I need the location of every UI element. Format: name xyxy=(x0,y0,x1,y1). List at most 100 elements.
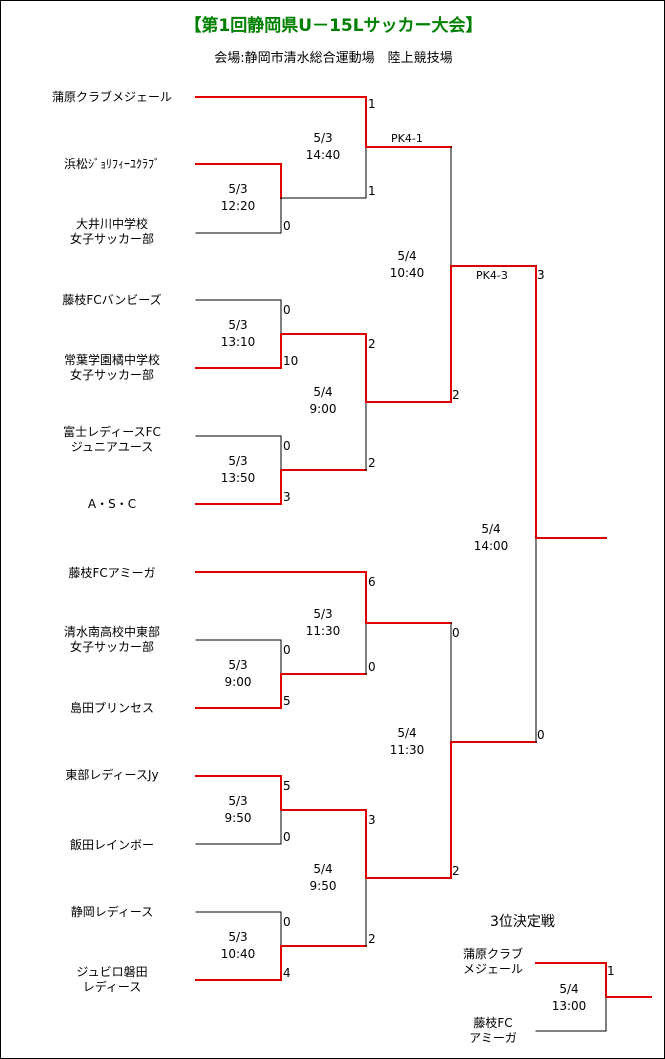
match-date: 5/4 xyxy=(559,982,579,996)
third-place-heading: 3位決定戦 xyxy=(490,914,555,930)
match-date: 5/4 xyxy=(397,249,417,263)
team-entry: 浜松ｼﾞｮﾘﾌｨｰﾕｸﾗﾌﾞ xyxy=(27,157,197,172)
score: 0 xyxy=(283,303,291,317)
match-schedule: 5/4 13:00 xyxy=(529,981,609,1015)
score: 1 xyxy=(368,184,376,198)
match-schedule: 5/3 11:30 xyxy=(283,606,363,640)
score: 3 xyxy=(283,490,291,504)
team-name-line: 富士レディースFC xyxy=(63,425,161,439)
team-name-line: A・S・C xyxy=(87,497,137,511)
match-time: 13:10 xyxy=(220,335,256,349)
match-date: 5/3 xyxy=(313,607,333,621)
match-date: 5/3 xyxy=(313,131,333,145)
match-time: 11:30 xyxy=(389,743,425,757)
page-title: 【第1回静岡県U－15Lサッカー大会】 xyxy=(184,16,483,36)
team-name-line: 蒲原クラブメジェール xyxy=(51,90,172,104)
team-entry: 飯田レインボー xyxy=(27,838,197,853)
match-time: 14:00 xyxy=(473,539,509,553)
score: 0 xyxy=(283,643,291,657)
match-time: 14:40 xyxy=(305,148,341,162)
score: 1 xyxy=(607,964,615,978)
match-date: 5/3 xyxy=(228,930,248,944)
match-time: 11:30 xyxy=(305,624,341,638)
team-name-line: アミーガ xyxy=(469,1031,517,1045)
match-time: 10:40 xyxy=(389,266,425,280)
team-name-line: 女子サッカー部 xyxy=(69,640,154,654)
score: 5 xyxy=(283,694,291,708)
score: 3 xyxy=(537,268,545,282)
score: 2 xyxy=(368,932,376,946)
team-entry: 藤枝FCアミーガ xyxy=(27,566,197,581)
team-name-line: 島田プリンセス xyxy=(69,701,154,715)
score: 0 xyxy=(283,915,291,929)
score: 10 xyxy=(283,354,299,368)
match-schedule: 5/3 13:50 xyxy=(198,453,278,487)
match-time: 9:00 xyxy=(309,402,337,416)
score: 5 xyxy=(283,779,291,793)
pk-note: PK4-1 xyxy=(391,132,423,145)
team-name-line: 常葉学園橘中学校 xyxy=(63,353,160,367)
match-date: 5/3 xyxy=(228,794,248,808)
team-entry: A・S・C xyxy=(27,497,197,512)
match-schedule: 5/4 11:30 xyxy=(367,725,447,759)
match-date: 5/4 xyxy=(481,522,501,536)
team-entry: 藤枝FCバンビーズ xyxy=(27,293,197,308)
match-date: 5/4 xyxy=(397,726,417,740)
match-time: 12:20 xyxy=(220,199,256,213)
score: 2 xyxy=(452,864,460,878)
team-entry: 清水南高校中東部女子サッカー部 xyxy=(27,625,197,655)
match-time: 13:00 xyxy=(551,999,587,1013)
match-schedule: 5/4 14:00 xyxy=(451,521,531,555)
match-schedule: 5/3 14:40 xyxy=(283,130,363,164)
team-name-line: 清水南高校中東部 xyxy=(63,625,160,639)
score: 3 xyxy=(368,813,376,827)
match-date: 5/4 xyxy=(313,385,333,399)
score: 0 xyxy=(537,728,545,742)
team-entry: 蒲原クラブメジェール xyxy=(408,947,578,977)
pk-note: PK4-3 xyxy=(476,269,508,282)
team-name-line: ジュニアユース xyxy=(70,440,154,454)
team-name-line: レディース xyxy=(82,980,142,994)
team-entry: 静岡レディース xyxy=(27,905,197,920)
score: 1 xyxy=(368,97,376,111)
team-name-line: 静岡レディース xyxy=(70,905,154,919)
team-entry: 常葉学園橘中学校女子サッカー部 xyxy=(27,353,197,383)
team-name-line: 浜松ｼﾞｮﾘﾌｨｰﾕｸﾗﾌﾞ xyxy=(63,157,160,171)
score: 0 xyxy=(283,219,291,233)
match-time: 10:40 xyxy=(220,947,256,961)
match-time: 13:50 xyxy=(220,471,256,485)
score: 0 xyxy=(283,830,291,844)
team-entry: 蒲原クラブメジェール xyxy=(27,90,197,105)
match-date: 5/3 xyxy=(228,454,248,468)
match-date: 5/4 xyxy=(313,862,333,876)
team-name-line: 大井川中学校 xyxy=(75,217,148,231)
team-name-line: 飯田レインボー xyxy=(69,838,154,852)
score: 0 xyxy=(283,439,291,453)
team-name-line: 藤枝FCアミーガ xyxy=(68,566,156,580)
score: 4 xyxy=(283,966,291,980)
team-entry: 大井川中学校女子サッカー部 xyxy=(27,217,197,247)
score: 0 xyxy=(368,660,376,674)
score: 2 xyxy=(368,337,376,351)
team-name-line: 女子サッカー部 xyxy=(69,368,154,382)
match-time: 9:00 xyxy=(224,675,252,689)
venue-label: 会場:静岡市清水総合運動場 陸上競技場 xyxy=(214,51,453,66)
team-name-line: ジュビロ磐田 xyxy=(76,965,148,979)
team-entry: 東部レディースJy xyxy=(27,768,197,783)
match-time: 9:50 xyxy=(309,879,337,893)
team-name-line: 東部レディースJy xyxy=(65,768,159,782)
team-name-line: 女子サッカー部 xyxy=(69,232,154,246)
team-entry: ジュビロ磐田レディース xyxy=(27,965,197,995)
team-name-line: 藤枝FC xyxy=(473,1016,513,1030)
match-time: 9:50 xyxy=(224,811,252,825)
team-entry: 島田プリンセス xyxy=(27,701,197,716)
team-name-line: 藤枝FCバンビーズ xyxy=(62,293,162,307)
team-name-line: メジェール xyxy=(462,962,523,976)
match-schedule: 5/3 9:50 xyxy=(198,793,278,827)
score: 2 xyxy=(368,456,376,470)
